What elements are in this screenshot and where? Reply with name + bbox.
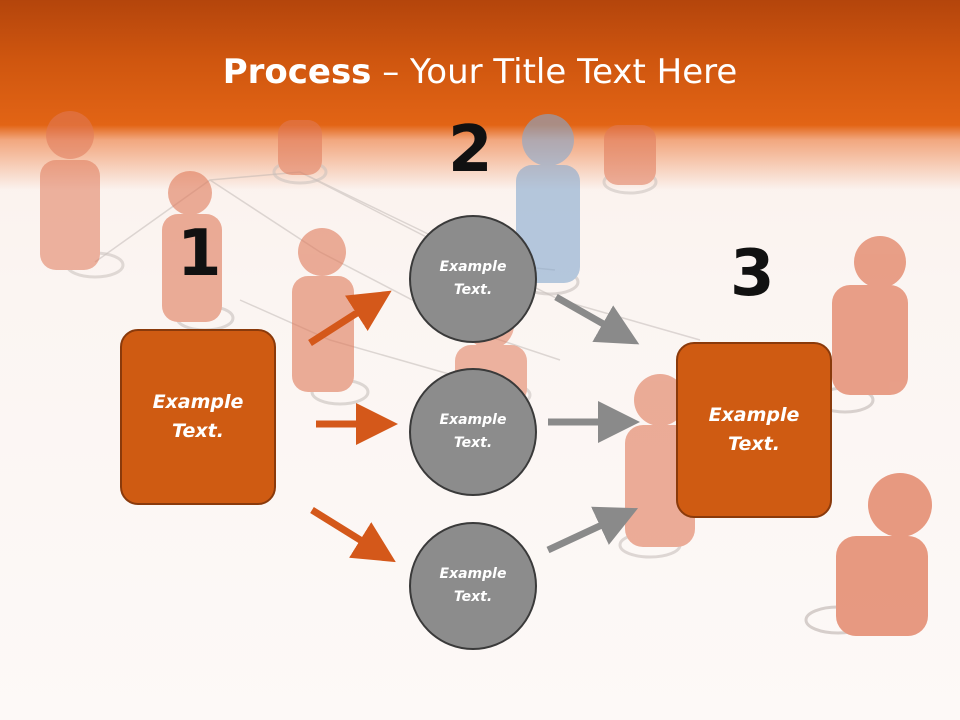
- step-2-circle-2-text: Example Text.: [439, 412, 507, 451]
- step-2-circle-2[interactable]: Example Text.: [409, 368, 537, 496]
- person-figure-1: [40, 111, 125, 279]
- header-band: [0, 0, 960, 190]
- step-number-1: 1: [177, 217, 222, 291]
- step-2-circle-1-text: Example Text.: [439, 259, 507, 298]
- step-3-text: Example Text.: [708, 404, 800, 455]
- orange-arrow-up: [308, 290, 392, 346]
- gray-arrow-bottom: [546, 506, 639, 554]
- step-1-box[interactable]: Example Text.: [120, 329, 276, 505]
- gray-arrow-top: [554, 293, 640, 345]
- orange-arrow-down: [310, 507, 396, 563]
- step-number-2: 2: [448, 113, 493, 187]
- title-rest: – Your Title Text Here: [371, 52, 738, 92]
- step-2-circle-1[interactable]: Example Text.: [409, 215, 537, 343]
- step-3-box[interactable]: Example Text.: [676, 342, 832, 518]
- page-title: Process – Your Title Text Here: [0, 52, 960, 92]
- person-figure-8: [815, 236, 908, 414]
- person-figure-5: [602, 125, 658, 195]
- person-figure-2: [272, 120, 328, 185]
- step-2-circle-3-text: Example Text.: [439, 566, 507, 605]
- step-number-3: 3: [730, 237, 775, 311]
- person-figure-3: [162, 171, 235, 332]
- step-1-text: Example Text.: [152, 391, 244, 442]
- step-2-circle-3[interactable]: Example Text.: [409, 522, 537, 650]
- person-figure-9: [804, 473, 932, 636]
- title-bold: Process: [222, 52, 372, 92]
